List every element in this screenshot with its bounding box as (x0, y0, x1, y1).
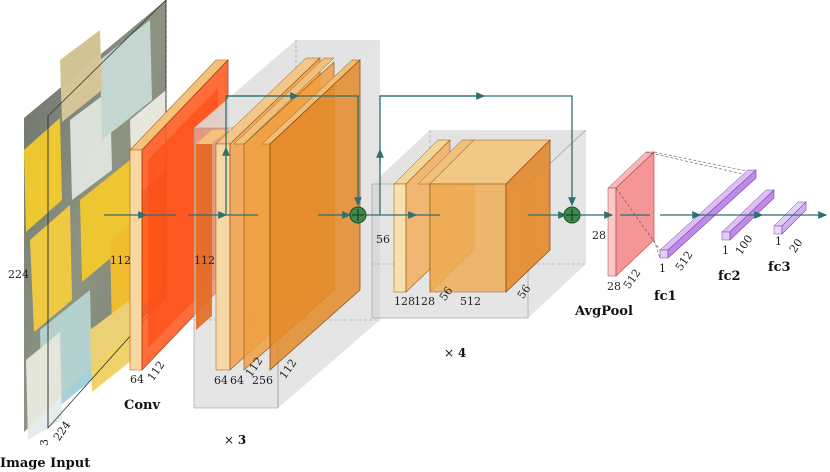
residual-block-2: 56 128 128 56 512 56 × 4 (371, 129, 587, 360)
avgpool-block (615, 151, 655, 277)
block1-ch1-label: 64 (214, 374, 228, 387)
fc2-caption: fc2 (718, 269, 741, 284)
image-input: 224 3 224 Image Input (0, 0, 167, 471)
block2-slab-3 (429, 183, 507, 293)
fc3-layer: 1 20 fc3 (768, 201, 807, 275)
conv-channels-label: 64 (130, 373, 144, 386)
block2-ch2-label: 128 (414, 295, 435, 308)
block2-height-label: 56 (376, 233, 390, 246)
block2-ch4-label: 512 (460, 295, 481, 308)
avgpool-caption: AvgPool (574, 304, 633, 319)
data-flow-arrows (104, 92, 828, 219)
block1-ch4-label: 256 (252, 374, 273, 387)
add-node-2 (563, 206, 581, 224)
repeat4-caption: × 4 (444, 346, 466, 360)
block2-slab-4 (505, 139, 551, 293)
pool-channels-label: 512 (621, 267, 644, 292)
fc2-dim-a: 1 (722, 244, 729, 257)
input-height-label: 224 (8, 268, 29, 281)
block2-ch1-label: 128 (394, 295, 415, 308)
fc1-caption: fc1 (654, 289, 677, 304)
block1-slab-3 (269, 59, 361, 371)
fc2-dim-b: 100 (733, 233, 756, 258)
input-channels-label: 3 (38, 439, 51, 446)
add-node-1 (349, 206, 367, 224)
fc1-dim-a: 1 (659, 262, 666, 275)
fc2-layer: 1 100 fc2 (718, 189, 775, 284)
fc1-dim-b: 512 (673, 249, 696, 274)
fc3-dim-a: 1 (775, 235, 782, 248)
pool-width-label: 28 (607, 280, 621, 293)
fc3-caption: fc3 (768, 260, 791, 275)
pool-height-label: 28 (592, 229, 606, 242)
conv-caption: Conv (124, 398, 160, 413)
avgpool-layer: 28 28 512 AvgPool (574, 151, 753, 319)
fc3-dim-b: 20 (787, 236, 806, 255)
fc1-layer: 1 512 fc1 (654, 169, 757, 304)
repeat3-caption: × 3 (224, 433, 246, 447)
image-input-caption: Image Input (0, 456, 90, 471)
block1-height-label: 112 (194, 254, 215, 267)
fc3-block (781, 201, 807, 235)
fc1-block (667, 169, 757, 259)
conv-height-label: 112 (110, 254, 131, 267)
residual-block-1: 112 64 64 112 256 112 × 3 (193, 40, 380, 447)
block1-ch2-label: 64 (230, 374, 244, 387)
